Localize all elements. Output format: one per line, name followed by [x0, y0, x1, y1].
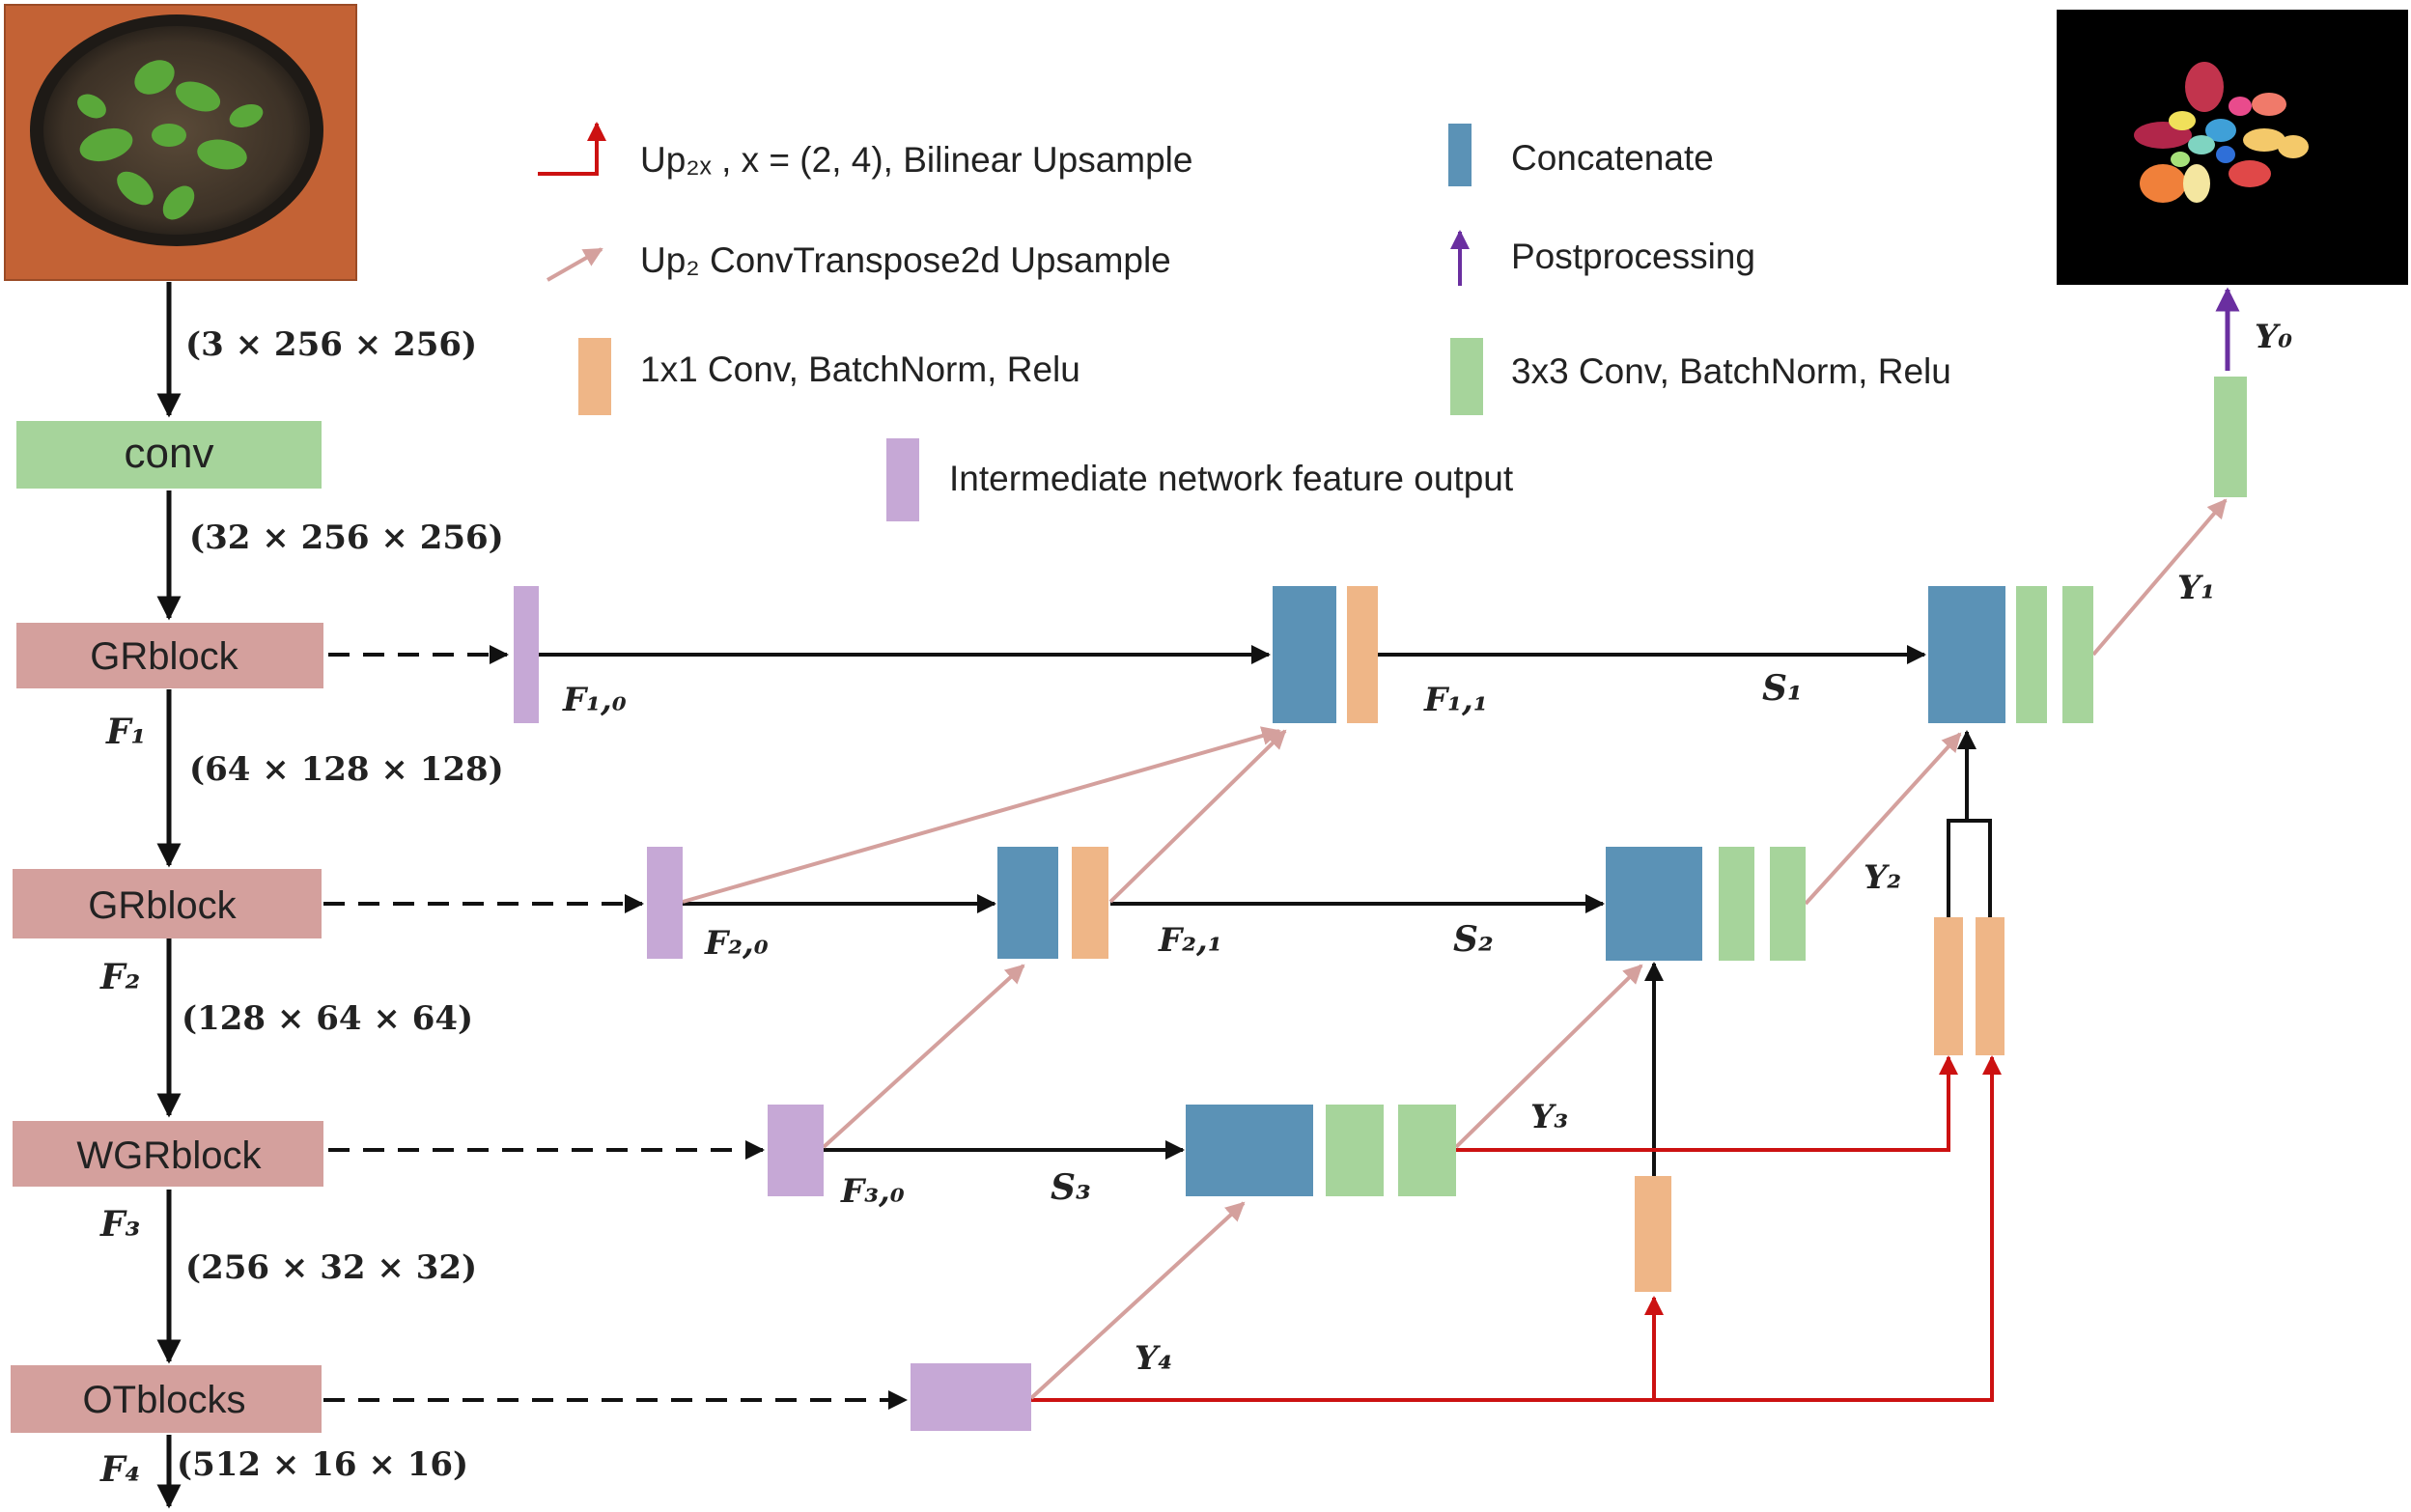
- dim-f4: (512 × 16 × 16): [177, 1445, 468, 1484]
- label-F20: F₂,₀: [704, 924, 769, 963]
- grblock-1: [16, 623, 323, 688]
- legend-intermediate-label: Intermediate network feature output: [949, 459, 1514, 498]
- label-Y2: Y₂: [1864, 858, 1901, 897]
- legend-bilinear-icon: [538, 122, 606, 176]
- concat-S2: [1606, 847, 1702, 961]
- label-F21: F₂,₁: [1158, 921, 1222, 960]
- backbone: conv GRblock GRblock WGRblock OTblocks (…: [11, 282, 504, 1509]
- label-S1: S₁: [1762, 668, 1803, 709]
- feature-F30: [768, 1105, 824, 1196]
- transpose-arrows: [682, 498, 2228, 1400]
- conv3x3-S2-a: [1719, 847, 1754, 961]
- dim-f3: (256 × 32 × 32): [185, 1248, 477, 1287]
- grblock-2: [13, 869, 322, 938]
- legend-transpose-label: Up₂ ConvTranspose2d Upsample: [640, 240, 1171, 280]
- conv3x3-S2-b: [1770, 847, 1806, 961]
- bilinear-arrows: [1031, 1055, 2002, 1402]
- legend-concat-swatch: [1448, 124, 1472, 186]
- conv1x1-F21: [1072, 847, 1108, 959]
- feature-F10: [514, 586, 539, 723]
- dim-conv: (32 × 256 × 256): [189, 518, 504, 557]
- otblocks-label: OTblocks: [83, 1379, 246, 1421]
- legend-conv3x3-swatch: [1450, 338, 1483, 415]
- label-Y1: Y₁: [2177, 569, 2215, 607]
- conv-block: [16, 421, 322, 489]
- concat-F11: [1273, 586, 1336, 723]
- legend-postprocess-label: Postprocessing: [1511, 237, 1755, 276]
- legend-concat-label: Concatenate: [1511, 138, 1714, 178]
- label-F4: F₄: [99, 1449, 140, 1490]
- grblock-2-label: GRblock: [88, 884, 237, 927]
- label-Y3: Y₃: [1530, 1098, 1568, 1136]
- output-image: [2057, 10, 2408, 285]
- input-image: [4, 4, 357, 281]
- otblocks: [11, 1365, 322, 1433]
- concat-F21: [997, 847, 1058, 959]
- legend-conv1x1-swatch: [578, 338, 611, 415]
- conv3x3-S3-b: [1398, 1105, 1456, 1196]
- dim-f1: (64 × 128 × 128): [189, 750, 504, 789]
- label-F2: F₂: [99, 957, 140, 997]
- feature-F20: [647, 847, 683, 959]
- legend-conv1x1-label: 1x1 Conv, BatchNorm, Relu: [640, 350, 1080, 389]
- label-F30: F₃,₀: [840, 1172, 905, 1211]
- conv1x1-up-Y4b: [1976, 917, 2004, 1055]
- label-F11: F₁,₁: [1423, 681, 1488, 719]
- conv1x1-up-Y4: [1635, 1176, 1671, 1292]
- wgrblock-label: WGRblock: [76, 1134, 262, 1177]
- label-S2: S₂: [1453, 919, 1494, 960]
- legend-transpose-icon: [547, 247, 603, 282]
- label-F1: F₁: [105, 712, 146, 752]
- legend-intermediate-swatch: [886, 438, 919, 521]
- concat-S3: [1186, 1105, 1313, 1196]
- label-S3: S₃: [1051, 1167, 1091, 1208]
- conv3x3-S1-b: [2062, 586, 2093, 723]
- dim-input: (3 × 256 × 256): [185, 325, 477, 364]
- conv1x1-F11: [1347, 586, 1378, 723]
- label-F10: F₁,₀: [562, 681, 627, 719]
- conv1x1-up-Y3: [1934, 917, 1963, 1055]
- conv3x3-S3-a: [1326, 1105, 1384, 1196]
- legend-bilinear-label: Up₂ₓ , x = (2, 4), Bilinear Upsample: [640, 140, 1192, 180]
- label-Y0: Y₀: [2255, 318, 2292, 356]
- decoder-blocks: [514, 377, 2247, 1431]
- conv3x3-final: [2214, 377, 2247, 497]
- concat-S1: [1928, 586, 2005, 723]
- skip-connections: [323, 645, 908, 1410]
- label-F3: F₃: [99, 1204, 140, 1245]
- wgrblock: [13, 1121, 323, 1187]
- feature-F4-out: [911, 1363, 1031, 1431]
- dim-f2: (128 × 64 × 64): [182, 999, 473, 1038]
- grblock-1-label: GRblock: [90, 635, 238, 678]
- decoder-labels: F₁,₀ F₁,₁ S₁ F₂,₀ F₂,₁ S₂ F₃,₀ S₃ Y₀ Y₁ …: [562, 318, 2292, 1378]
- conv3x3-S1-a: [2016, 586, 2047, 723]
- legend: Up₂ₓ , x = (2, 4), Bilinear Upsample Up₂…: [538, 122, 1951, 521]
- legend-conv3x3-label: 3x3 Conv, BatchNorm, Relu: [1511, 351, 1951, 391]
- flow-arrows: [537, 645, 1992, 1178]
- conv-block-label: conv: [125, 430, 214, 477]
- label-Y4: Y₄: [1135, 1339, 1172, 1378]
